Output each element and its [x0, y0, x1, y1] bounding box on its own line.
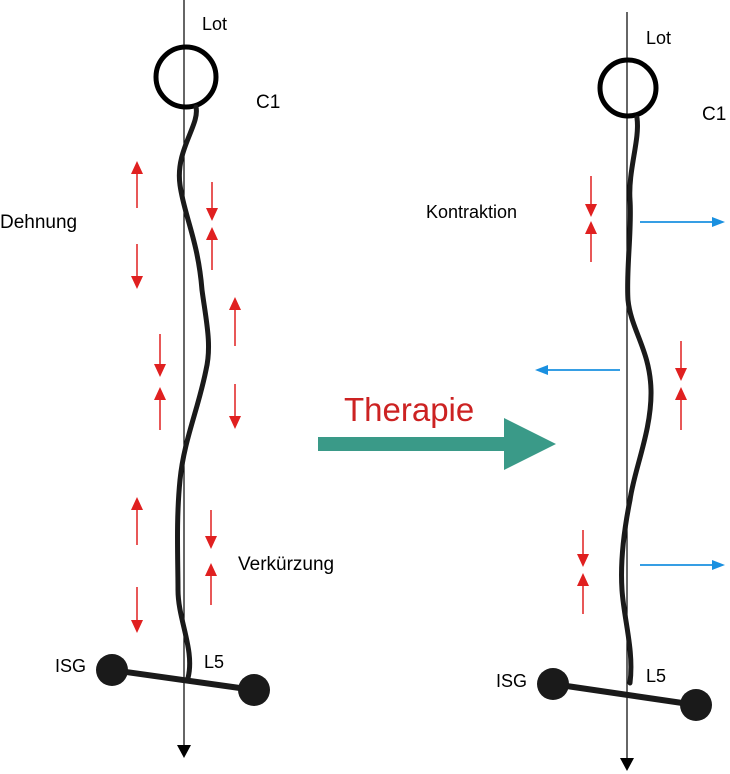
- left-lot-label: Lot: [202, 14, 227, 34]
- right-isg-joint: [537, 668, 569, 700]
- red-arrow-down: [205, 510, 217, 549]
- right-isg-label: ISG: [496, 671, 527, 691]
- blue-arrow-left: [535, 365, 620, 375]
- right-blue-arrows: [535, 217, 725, 570]
- red-arrow-up: [205, 563, 217, 605]
- red-arrow-up: [131, 161, 143, 208]
- red-arrow-up: [154, 387, 166, 430]
- left-spine-curve: [175, 104, 212, 681]
- red-arrow-up: [131, 497, 143, 545]
- red-arrow-up: [577, 573, 589, 614]
- red-arrow-down: [229, 384, 241, 429]
- right-pelvis-bar: [552, 681, 697, 708]
- right-plumb-arrowhead: [620, 758, 634, 771]
- right-lot-label: Lot: [646, 28, 671, 48]
- right-red-arrows: [577, 176, 687, 614]
- left-red-arrows: [131, 161, 241, 633]
- red-arrow-up: [229, 297, 241, 346]
- red-arrow-down: [131, 244, 143, 289]
- left-isg-label: ISG: [55, 656, 86, 676]
- left-pelvis-bar: [111, 667, 255, 693]
- red-arrow-down: [585, 176, 597, 217]
- dehnung-label: Dehnung: [0, 212, 77, 233]
- verkuerzung-label: Verkürzung: [238, 554, 334, 575]
- left-hip-joint: [238, 674, 270, 706]
- left-skull-circle: [153, 44, 219, 110]
- left-c1-label: C1: [256, 92, 280, 113]
- therapy-arrow: [318, 418, 556, 470]
- red-arrow-down: [206, 182, 218, 221]
- red-arrow-down: [675, 341, 687, 381]
- left-spine-diagram: Lot C1 Dehnung Verkürzung ISG L5: [0, 0, 334, 758]
- blue-arrow-right: [640, 560, 725, 570]
- red-arrow-up: [675, 387, 687, 430]
- right-skull-circle: [597, 57, 659, 119]
- therapy-transition: Therapie: [318, 391, 556, 470]
- therapy-label: Therapie: [344, 391, 474, 428]
- right-spine-curve: [618, 115, 654, 686]
- right-l5-label: L5: [646, 666, 666, 686]
- blue-arrow-right: [640, 217, 725, 227]
- kontraktion-label: Kontraktion: [426, 202, 517, 222]
- left-l5-label: L5: [204, 652, 224, 672]
- red-arrow-up: [585, 221, 597, 262]
- red-arrow-down: [577, 530, 589, 567]
- right-spine-diagram: Lot C1 Kontraktion ISG L5: [426, 12, 726, 771]
- right-c1-label: C1: [702, 104, 726, 125]
- right-hip-joint: [680, 689, 712, 721]
- left-isg-joint: [96, 654, 128, 686]
- red-arrow-down: [154, 334, 166, 377]
- red-arrow-down: [131, 587, 143, 633]
- red-arrow-up: [206, 227, 218, 270]
- left-plumb-arrowhead: [177, 745, 191, 758]
